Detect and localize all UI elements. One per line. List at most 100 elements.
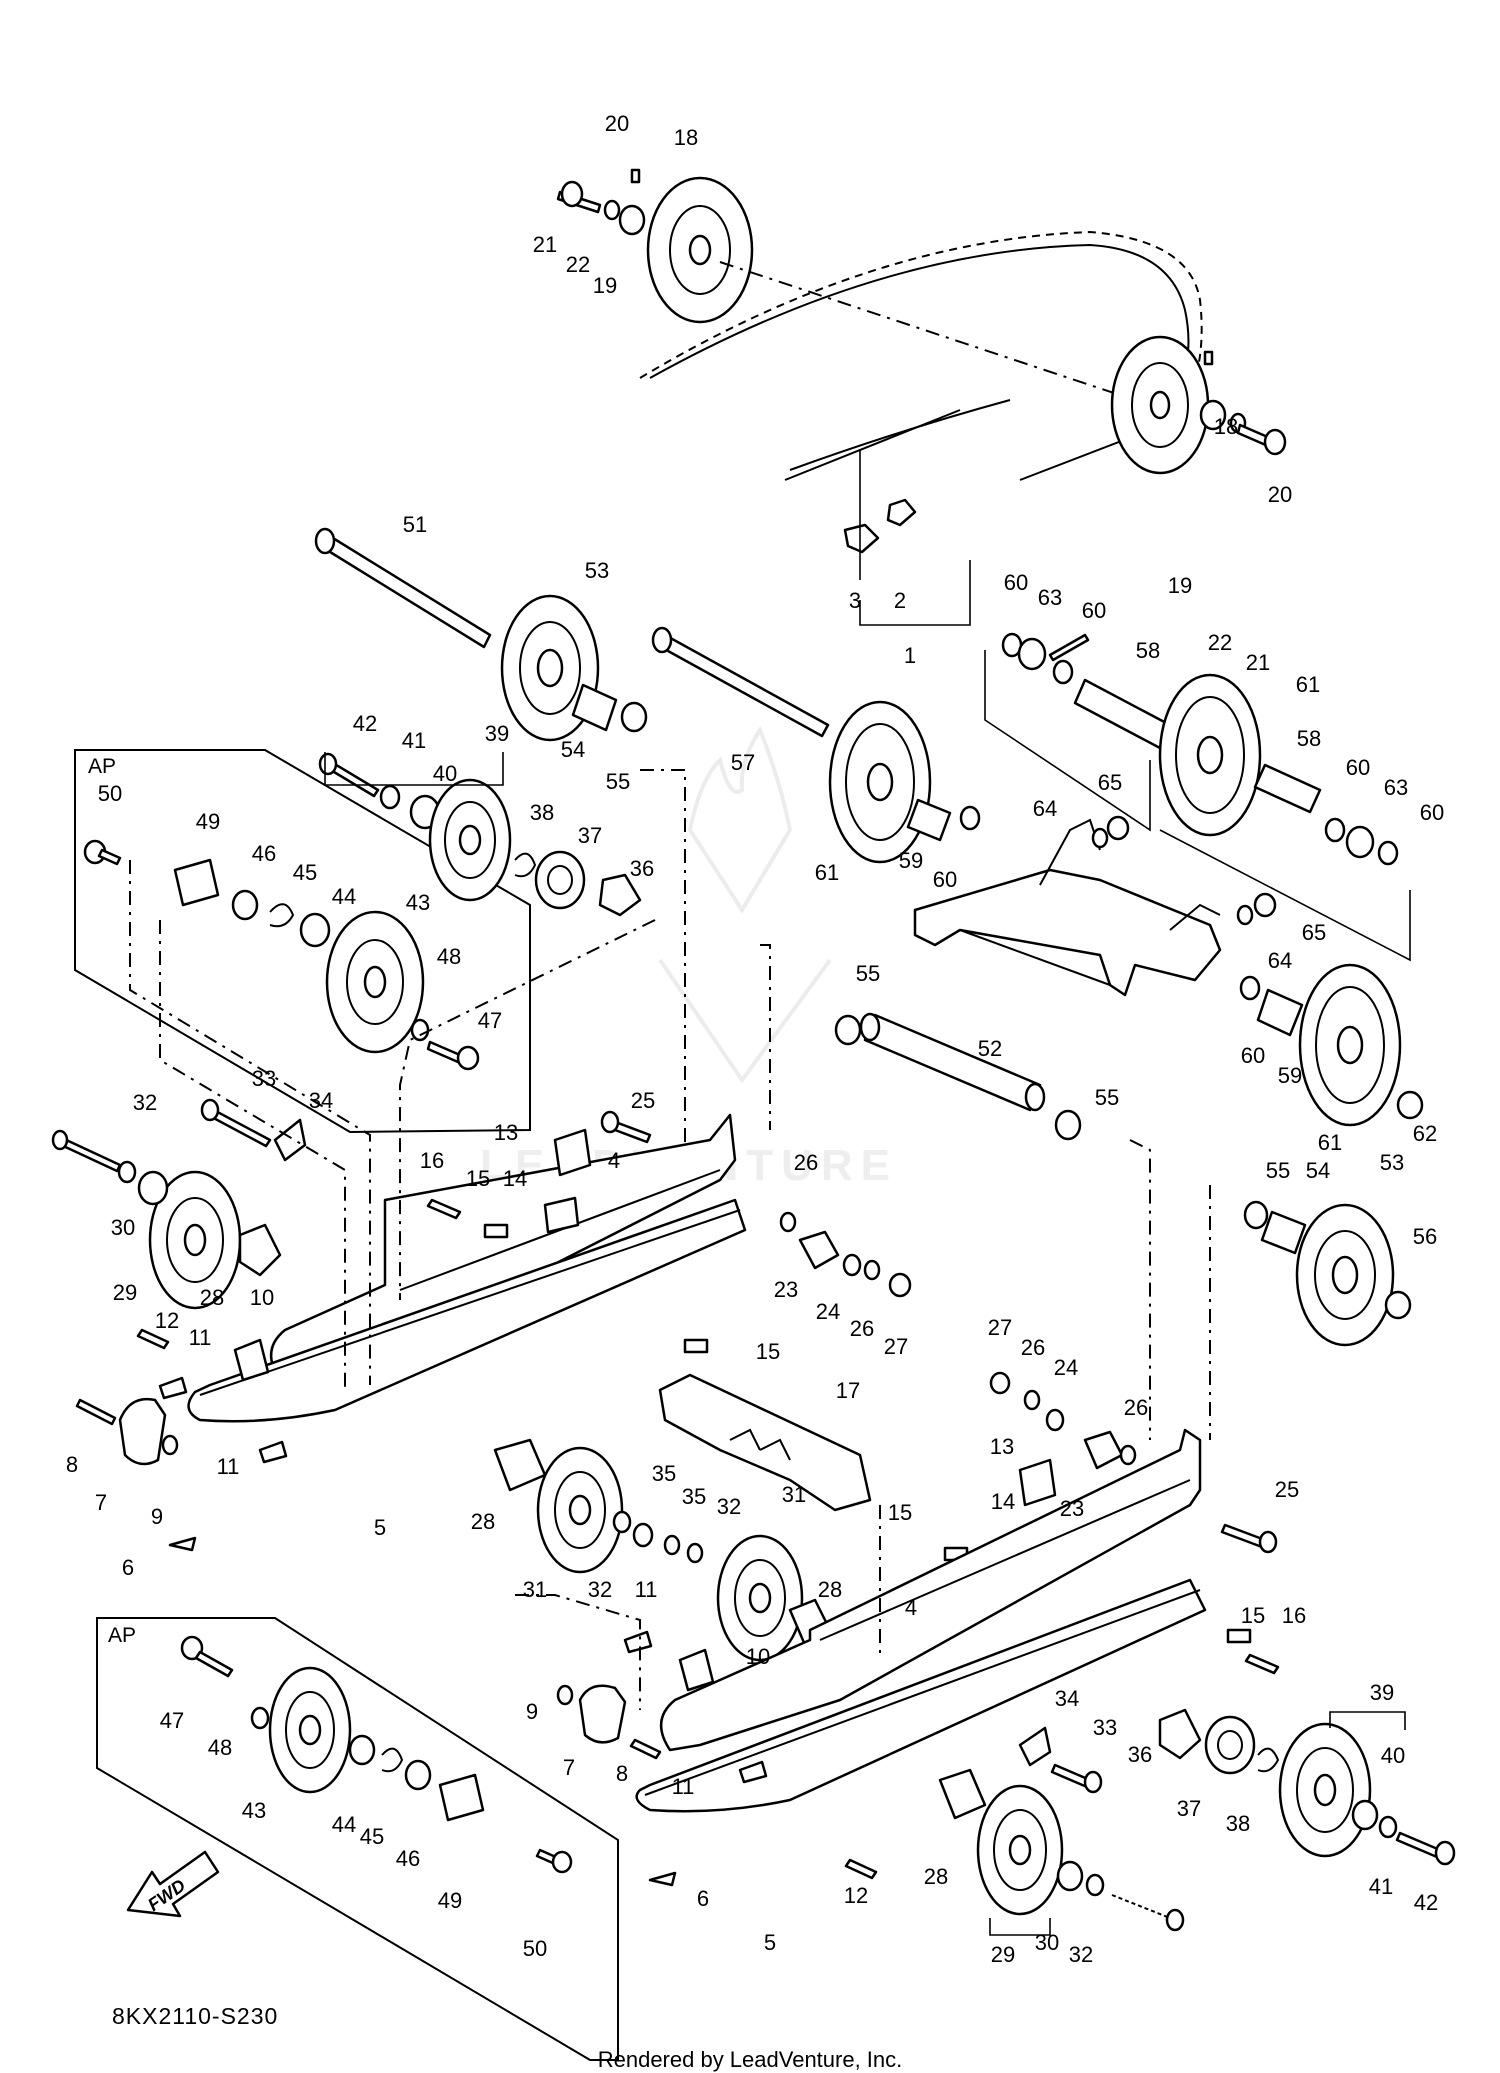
bolt-47-upper[interactable] bbox=[426, 1040, 480, 1071]
wheel-39-lower[interactable] bbox=[1278, 1722, 1372, 1858]
wheel-53-lower[interactable] bbox=[1295, 1203, 1395, 1347]
washer-26-c[interactable] bbox=[1023, 1389, 1041, 1411]
washer-9-right[interactable] bbox=[556, 1684, 574, 1706]
washer-48-upper[interactable] bbox=[410, 1018, 430, 1042]
bearing-44-upper[interactable] bbox=[299, 912, 331, 948]
bearing-30-right[interactable] bbox=[1056, 1860, 1084, 1892]
bracket-34-right[interactable] bbox=[1018, 1726, 1052, 1767]
washer-41-upper[interactable] bbox=[379, 784, 401, 810]
plug-20-upper[interactable] bbox=[630, 168, 641, 184]
collar-24-left[interactable] bbox=[842, 1253, 862, 1277]
bolt-25-right[interactable] bbox=[1220, 1523, 1278, 1554]
washer-32-lower[interactable] bbox=[1085, 1873, 1105, 1897]
washer-32-right[interactable] bbox=[686, 1542, 704, 1564]
clip-11-right-a[interactable] bbox=[623, 1630, 653, 1654]
stopper-10-left[interactable] bbox=[233, 1338, 270, 1382]
wheel-61-center[interactable] bbox=[828, 700, 932, 864]
bolt-32-left-long[interactable] bbox=[51, 1129, 122, 1173]
collar-59-right[interactable] bbox=[1256, 988, 1304, 1037]
bolt-33-left[interactable] bbox=[200, 1098, 272, 1148]
slide-runner-5-left[interactable] bbox=[187, 1198, 747, 1423]
pin-16-a[interactable] bbox=[426, 1198, 462, 1220]
circlip-38-upper[interactable] bbox=[514, 852, 537, 878]
stopper-10-right[interactable] bbox=[678, 1648, 715, 1692]
bolt-32-lower[interactable] bbox=[1111, 1894, 1185, 1932]
collar-59-center[interactable] bbox=[906, 798, 952, 842]
bolt-25-left[interactable] bbox=[600, 1110, 652, 1144]
block-28-center[interactable] bbox=[493, 1438, 547, 1492]
bracket-3[interactable] bbox=[843, 523, 880, 554]
collar-54-upper[interactable] bbox=[571, 683, 618, 732]
collar-63-a[interactable] bbox=[1017, 637, 1047, 671]
collar-19-lower[interactable] bbox=[1199, 399, 1227, 431]
block-49-upper[interactable] bbox=[173, 858, 220, 907]
bracket-34-left[interactable] bbox=[273, 1118, 307, 1162]
bolt-21-lower[interactable] bbox=[1236, 423, 1287, 456]
washer-32-center[interactable] bbox=[612, 1510, 632, 1534]
bracket-2[interactable] bbox=[886, 498, 917, 527]
washer-22-upper[interactable] bbox=[603, 199, 621, 221]
bolt-42-lower[interactable] bbox=[1395, 1831, 1456, 1866]
nut-62[interactable] bbox=[1396, 1090, 1424, 1120]
pin-8-left[interactable] bbox=[75, 1398, 117, 1426]
collar-58-a[interactable] bbox=[1073, 678, 1172, 750]
washer-55-d[interactable] bbox=[1243, 1200, 1269, 1230]
washer-60-d[interactable] bbox=[1377, 840, 1399, 866]
shaft-51[interactable] bbox=[314, 527, 492, 649]
guide-7-right[interactable] bbox=[578, 1684, 627, 1744]
clip-15-b[interactable] bbox=[683, 1338, 709, 1354]
collar-24-right[interactable] bbox=[1045, 1408, 1065, 1432]
washer-60-e[interactable] bbox=[1239, 975, 1261, 1001]
nut-27-left[interactable] bbox=[888, 1272, 912, 1298]
bolt-47-lower[interactable] bbox=[180, 1635, 234, 1678]
washer-55-c[interactable] bbox=[1054, 1109, 1082, 1141]
washer-60-center[interactable] bbox=[959, 805, 981, 831]
clip-15-a[interactable] bbox=[483, 1223, 509, 1239]
washer-26-a[interactable] bbox=[779, 1211, 797, 1233]
block-36-lower[interactable] bbox=[1158, 1708, 1202, 1760]
bracket-23-left[interactable] bbox=[798, 1230, 840, 1270]
nut-65-b[interactable] bbox=[1253, 892, 1277, 918]
clip-11-left-b[interactable] bbox=[258, 1440, 288, 1464]
washer-41-lower[interactable] bbox=[1378, 1815, 1398, 1839]
stopper-14-left[interactable] bbox=[543, 1196, 580, 1234]
washer-26-d[interactable] bbox=[1119, 1444, 1137, 1466]
clip-11-left-a[interactable] bbox=[158, 1376, 188, 1400]
washer-27-right[interactable] bbox=[989, 1371, 1011, 1395]
plug-20-lower[interactable] bbox=[1203, 350, 1214, 366]
bearing-30-left[interactable] bbox=[137, 1170, 169, 1206]
bolt-21-upper[interactable] bbox=[556, 180, 602, 214]
spacer-37-lower[interactable] bbox=[1204, 1715, 1256, 1775]
rear-idler-wheel-upper[interactable] bbox=[646, 176, 754, 324]
block-49-lower[interactable] bbox=[438, 1773, 485, 1822]
collar-19-upper[interactable] bbox=[618, 204, 646, 236]
clip-11-right-b[interactable] bbox=[738, 1760, 768, 1784]
shaft-57[interactable] bbox=[651, 626, 830, 738]
wheel-29-right[interactable] bbox=[976, 1784, 1064, 1916]
pin-12-right[interactable] bbox=[844, 1858, 878, 1880]
collar-54-lower[interactable] bbox=[1260, 1210, 1307, 1255]
guide-7-left[interactable] bbox=[118, 1397, 167, 1466]
washer-64-a[interactable] bbox=[1091, 827, 1109, 849]
washer-26-b[interactable] bbox=[863, 1259, 881, 1281]
wheel-31-right[interactable] bbox=[716, 1534, 804, 1662]
wheel-43-upper[interactable] bbox=[325, 910, 425, 1054]
washer-55-b[interactable] bbox=[834, 1014, 862, 1046]
stopper-13-right[interactable] bbox=[1018, 1458, 1057, 1507]
wheel-31-left[interactable] bbox=[536, 1446, 624, 1574]
pin-8-right[interactable] bbox=[629, 1738, 662, 1760]
wheel-61-lower-right[interactable] bbox=[1298, 963, 1402, 1127]
slide-rail-4-right[interactable] bbox=[660, 1428, 1202, 1752]
bearing-40-lower[interactable] bbox=[1351, 1799, 1379, 1831]
circlip-38-lower[interactable] bbox=[1257, 1747, 1280, 1773]
bolt-42-upper[interactable] bbox=[318, 752, 380, 798]
circlip-45-lower[interactable] bbox=[381, 1747, 404, 1773]
pin-63-a[interactable] bbox=[1048, 633, 1090, 662]
screw-6-right[interactable] bbox=[648, 1871, 677, 1887]
washer-60-b[interactable] bbox=[1052, 659, 1074, 685]
block-28-lower[interactable] bbox=[938, 1768, 987, 1820]
nut-65-a[interactable] bbox=[1106, 815, 1130, 841]
spacer-37-upper[interactable] bbox=[534, 850, 586, 910]
collar-58-b[interactable] bbox=[1253, 763, 1322, 814]
shaft-52[interactable] bbox=[859, 1012, 1046, 1112]
